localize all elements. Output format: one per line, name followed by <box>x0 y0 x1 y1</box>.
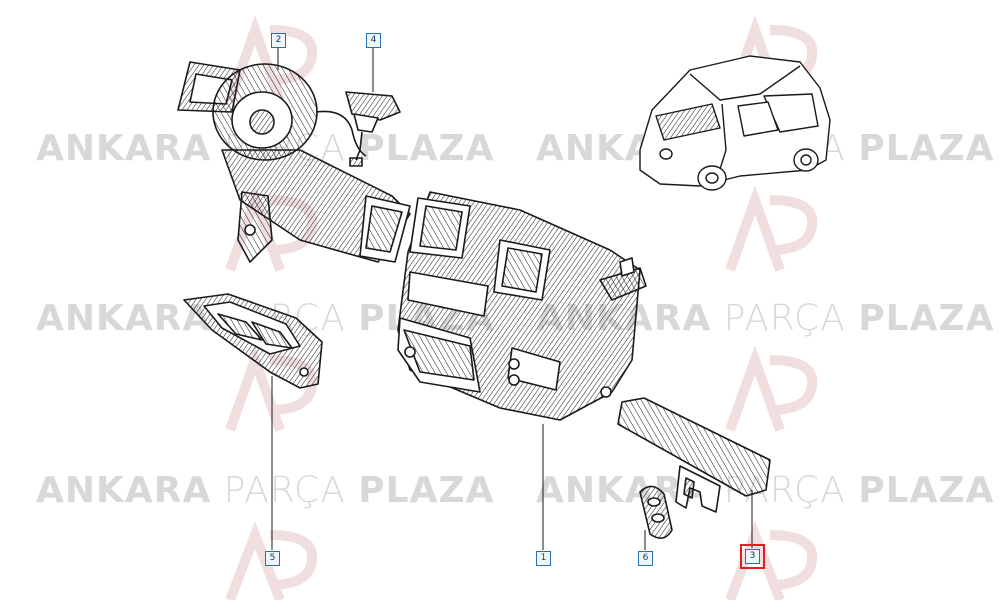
callout-1[interactable]: 1 <box>536 551 551 566</box>
logo-mark <box>725 521 818 600</box>
callout-2[interactable]: 2 <box>271 33 286 48</box>
part-3-flap-bracket[interactable] <box>617 397 771 513</box>
callout-4[interactable]: 4 <box>366 33 381 48</box>
vehicle-location-sketch <box>639 55 831 191</box>
logo-mark <box>225 521 318 600</box>
part-6-grommet[interactable] <box>639 485 673 539</box>
part-2-blower-duct[interactable] <box>177 61 411 263</box>
callout-6[interactable]: 6 <box>638 551 653 566</box>
leader-lines <box>271 46 753 550</box>
logo-mark <box>725 345 818 432</box>
callout-3-highlighted[interactable]: 3 <box>740 544 765 569</box>
logo-mark <box>725 185 818 272</box>
part-1-heater-box[interactable] <box>397 191 647 421</box>
watermark-text: ANKARA PARÇA PLAZA <box>36 470 495 511</box>
part-5-vent-grille[interactable] <box>183 293 323 389</box>
part-4-resistor[interactable] <box>345 91 401 167</box>
callout-5[interactable]: 5 <box>265 551 280 566</box>
